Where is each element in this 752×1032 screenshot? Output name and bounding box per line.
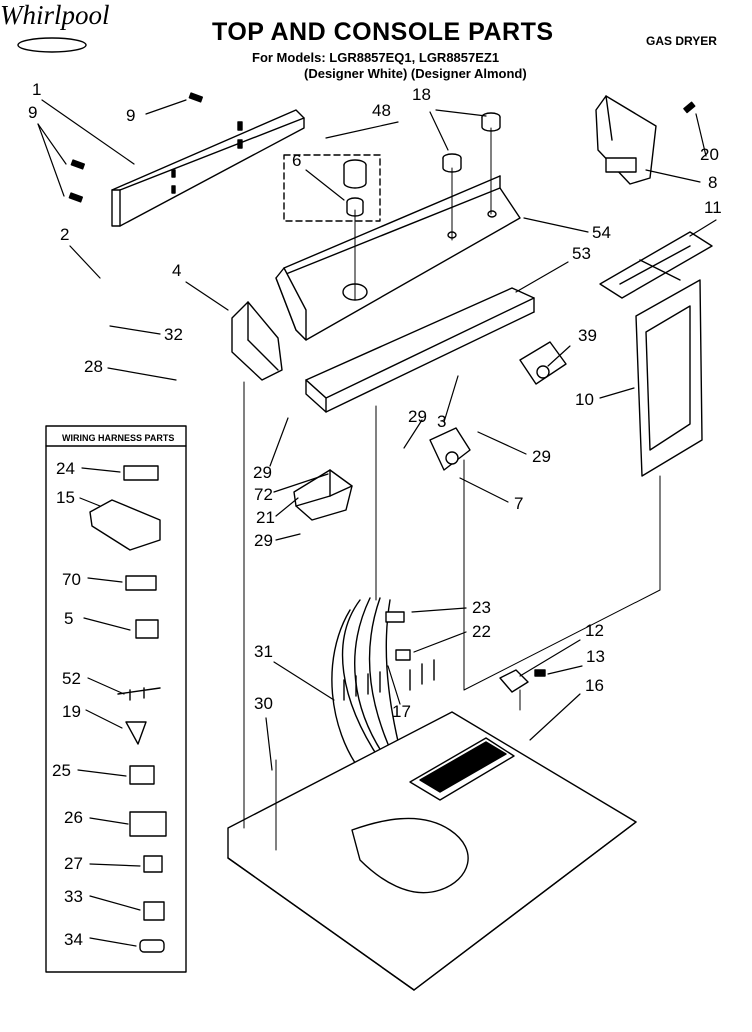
screw-icon	[534, 669, 546, 677]
part-label-p9a: 9	[28, 103, 37, 122]
part-label-p34: 34	[64, 930, 83, 949]
part-label-p20: 20	[700, 145, 719, 164]
timer-icon	[293, 469, 353, 521]
part-label-p8: 8	[708, 173, 717, 192]
part-label-p16: 16	[585, 676, 604, 695]
part-label-p24: 24	[56, 459, 75, 478]
part-label-p12: 12	[585, 621, 604, 640]
part-label-p9b: 9	[126, 106, 135, 125]
part-label-p27: 27	[64, 854, 83, 873]
screw-icon	[683, 101, 696, 114]
part-label-p70: 70	[62, 570, 81, 589]
part-label-p23: 23	[472, 598, 491, 617]
part-label-p29d: 29	[254, 531, 273, 550]
part-label-p18: 18	[412, 85, 431, 104]
guide-lines	[243, 127, 661, 851]
part-label-p31: 31	[254, 642, 273, 661]
part-label-p72: 72	[254, 485, 273, 504]
part-label-p7: 7	[514, 494, 523, 513]
part-label-p33: 33	[64, 887, 83, 906]
part-label-p3: 3	[437, 412, 446, 431]
part-label-p28: 28	[84, 357, 103, 376]
part-label-p26: 26	[64, 808, 83, 827]
part-label-p10: 10	[575, 390, 594, 409]
legend-parts	[89, 465, 167, 953]
part-label-p15: 15	[56, 488, 75, 507]
part-label-p29b: 29	[253, 463, 272, 482]
control-knob-icon	[442, 112, 501, 173]
part-label-p29c: 29	[532, 447, 551, 466]
end-cap	[231, 301, 283, 381]
legend-box	[45, 425, 187, 973]
part-label-p17: 17	[392, 702, 411, 721]
part-label-p22: 22	[472, 622, 491, 641]
part-label-p32: 32	[164, 325, 183, 344]
part-label-p29a: 29	[408, 407, 427, 426]
part-label-p30: 30	[254, 694, 273, 713]
part-label-p48: 48	[372, 101, 391, 120]
model-variants: (Designer White) (Designer Almond)	[304, 66, 527, 81]
logo-ring	[17, 37, 87, 53]
part-label-p4: 4	[172, 261, 181, 280]
legend-title: WIRING HARNESS PARTS	[62, 433, 175, 443]
part-label-p11: 11	[704, 198, 722, 217]
right-end-cap	[595, 95, 657, 185]
part-label-p52: 52	[62, 669, 81, 688]
knob-assembly-box	[283, 154, 381, 222]
top-panel	[227, 711, 637, 991]
product-type: GAS DRYER	[646, 34, 717, 48]
console-back-plate	[111, 109, 305, 227]
legend-arrows	[77, 467, 141, 947]
part-label-p19: 19	[62, 702, 81, 721]
screw-icon	[68, 92, 204, 203]
page-title: TOP AND CONSOLE PARTS	[212, 18, 554, 46]
part-label-p13: 13	[586, 647, 605, 666]
console-bracket	[305, 287, 535, 413]
part-label-p53: 53	[572, 244, 591, 263]
part-label-p21: 21	[256, 508, 275, 527]
switch-icon	[519, 341, 567, 385]
part-label-p1: 1	[32, 80, 41, 99]
part-label-p54: 54	[592, 223, 611, 242]
switch-icon	[429, 427, 471, 471]
part-label-p2: 2	[60, 225, 69, 244]
leader-arrows	[37, 99, 717, 771]
lint-duct	[635, 279, 703, 477]
brand-logo: Whirlpool	[0, 0, 110, 30]
lint-screen	[599, 231, 713, 299]
part-label-p25: 25	[52, 761, 71, 780]
part-label-p5: 5	[64, 609, 73, 628]
part-label-p39: 39	[578, 326, 597, 345]
part-label-p6: 6	[292, 151, 301, 170]
timer-knob-icon	[343, 159, 367, 217]
model-numbers: For Models: LGR8857EQ1, LGR8857EZ1	[252, 50, 500, 65]
